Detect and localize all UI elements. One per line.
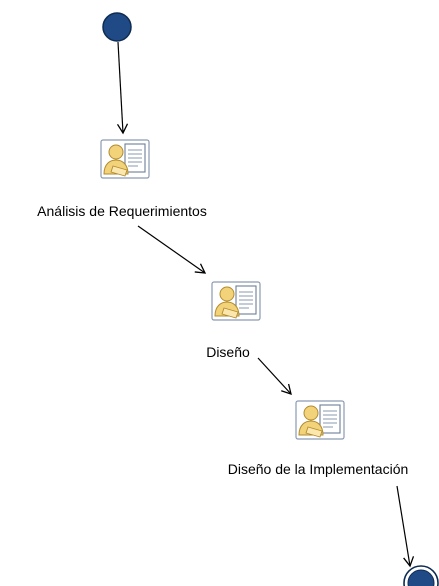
final-node[interactable] — [403, 565, 439, 586]
activity-diseno[interactable]: Diseño — [206, 281, 261, 360]
edge-analisis-to-diseno — [137, 225, 207, 274]
activity-label: Análisis de Requerimientos — [37, 203, 207, 219]
activity-label: Diseño — [206, 344, 250, 360]
edge-diseno-to-implementacion — [257, 357, 292, 395]
worker-document-icon — [295, 400, 345, 440]
initial-node[interactable] — [102, 12, 132, 42]
activity-diseno-implementacion[interactable]: Diseño de la Implementación — [228, 400, 409, 477]
worker-document-icon — [100, 139, 150, 179]
worker-document-icon — [211, 281, 261, 321]
edge-implementacion-to-end — [396, 485, 415, 568]
edge-start-to-analisis — [116, 41, 129, 135]
activity-analisis[interactable]: Análisis de Requerimientos — [37, 139, 207, 219]
activity-label: Diseño de la Implementación — [228, 461, 409, 477]
